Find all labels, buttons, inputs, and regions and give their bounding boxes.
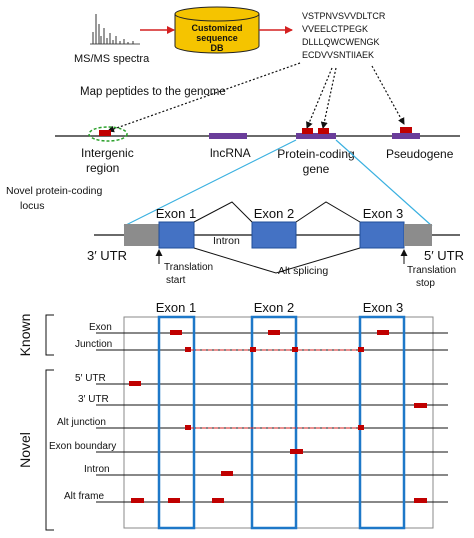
utr-left-block [124, 224, 159, 246]
peptide-marker [414, 403, 427, 408]
translation-start-label-line2: start [166, 275, 186, 286]
lncrna-bar [209, 133, 247, 139]
exon-1-block [158, 221, 195, 249]
protein-coding-peptide [302, 128, 313, 134]
peptide-marker [221, 471, 233, 476]
row-lines [96, 332, 448, 503]
peptide-marker [212, 498, 224, 503]
peptide-marker [377, 330, 389, 335]
db-label-line3: DB [211, 43, 224, 53]
peptide-markers [129, 330, 427, 503]
peptide-marker [414, 498, 427, 503]
ms-spectra-label: MS/MS spectra [74, 53, 150, 65]
peptide-sequence: DLLLQWCWENGK [302, 37, 380, 47]
intergenic-label-line2: region [86, 161, 119, 175]
peptide-sequence: VSTPNVSVVDLTCR [302, 11, 386, 21]
protein-coding-label-line2: gene [303, 162, 330, 176]
lncrna-label: lncRNA [210, 146, 251, 160]
alt-splicing-label: Alt splicing [278, 265, 328, 277]
protein-coding-peptide [318, 128, 329, 134]
peptide-sequence: ECDVVSNTIIAEK [302, 50, 374, 60]
row-label-3utr: 3′ UTR [78, 394, 109, 405]
intergenic-label-line1: Intergenic [81, 146, 134, 160]
pseudogene-peptide [400, 127, 412, 133]
zoom-line [123, 139, 297, 227]
table-exon-3-header: Exon 3 [363, 300, 403, 315]
pseudogene-label: Pseudogene [386, 147, 454, 161]
utr-right-label: 5′ UTR [424, 248, 464, 263]
peptide-marker [290, 449, 303, 454]
row-label-5utr: 5′ UTR [75, 373, 106, 384]
group-novel-label: Novel [17, 432, 33, 468]
translation-start-label-line1: Translation [164, 262, 213, 273]
peptide-marker [268, 330, 280, 335]
row-label-alt-frame: Alt frame [64, 491, 104, 502]
peptide-marker [250, 347, 256, 352]
exon-3-block [359, 221, 405, 249]
row-label-intron: Intron [84, 464, 110, 475]
exon-2-label: Exon 2 [254, 206, 294, 221]
mapping-arrows [107, 62, 405, 133]
db-label-line1: Customized [191, 23, 242, 33]
group-known-label: Known [17, 314, 33, 357]
utr-left-label: 3′ UTR [87, 248, 127, 263]
translation-stop-label-line2: stop [416, 278, 435, 289]
peptide-marker [292, 347, 298, 352]
peptide-marker [131, 498, 144, 503]
exon-1-label: Exon 1 [156, 206, 196, 221]
intergenic-peptide [99, 130, 111, 136]
peptide-marker [358, 425, 364, 430]
peptide-marker [358, 347, 364, 352]
protein-coding-label-line1: Protein-coding [277, 147, 354, 161]
peptide-marker [185, 425, 191, 430]
exon-2-block [251, 221, 297, 249]
row-label-exon: Exon [89, 322, 112, 333]
group-brackets [45, 314, 54, 531]
row-label-alt-junction: Alt junction [57, 417, 106, 428]
table-frame [123, 316, 434, 529]
row-label-exon-boundary: Exon boundary [49, 441, 116, 452]
map-caption: Map peptides to the genome [80, 86, 226, 98]
novel-locus-label-line2: locus [20, 200, 45, 212]
translation-stop-label-line1: Translation [407, 265, 456, 276]
db-label-line2: sequence [196, 33, 238, 43]
exon-3-column [358, 315, 406, 530]
database-cylinder-icon [174, 6, 260, 54]
novel-locus-label-line1: Novel protein-coding [6, 185, 102, 197]
peptide-marker [185, 347, 191, 352]
zoom-line [335, 139, 433, 227]
table-exon-1-header: Exon 1 [156, 300, 196, 315]
intron-label: Intron [213, 235, 240, 247]
peptide-marker [170, 330, 182, 335]
splice-lines [193, 201, 361, 274]
pseudogene-bar [392, 133, 420, 139]
exon-3-label: Exon 3 [363, 206, 403, 221]
ms-spectra-icon [90, 14, 140, 45]
intergenic-ellipse [88, 126, 128, 142]
utr-right-block [404, 224, 432, 246]
exon-2-column [250, 315, 298, 530]
row-label-junction: Junction [75, 339, 112, 350]
peptide-marker [168, 498, 180, 503]
protein-coding-bar [296, 133, 336, 139]
exon-1-column [157, 315, 196, 530]
table-exon-2-header: Exon 2 [254, 300, 294, 315]
peptide-sequence: VVEELCTPEGK [302, 24, 368, 34]
peptide-marker [129, 381, 141, 386]
